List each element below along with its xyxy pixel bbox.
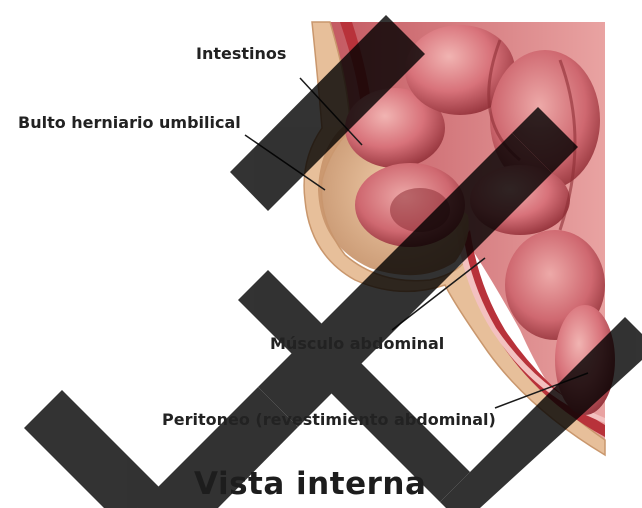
label-abdominal-muscle: Músculo abdominal (270, 334, 444, 353)
diagram-title: Vista interna (194, 466, 426, 502)
label-intestines: Intestinos (196, 44, 286, 63)
label-peritoneum: Peritoneo (revestimiento abdominal) (162, 410, 496, 429)
label-umbilical-hernia-bulge: Bulto herniario umbilical (18, 113, 241, 132)
